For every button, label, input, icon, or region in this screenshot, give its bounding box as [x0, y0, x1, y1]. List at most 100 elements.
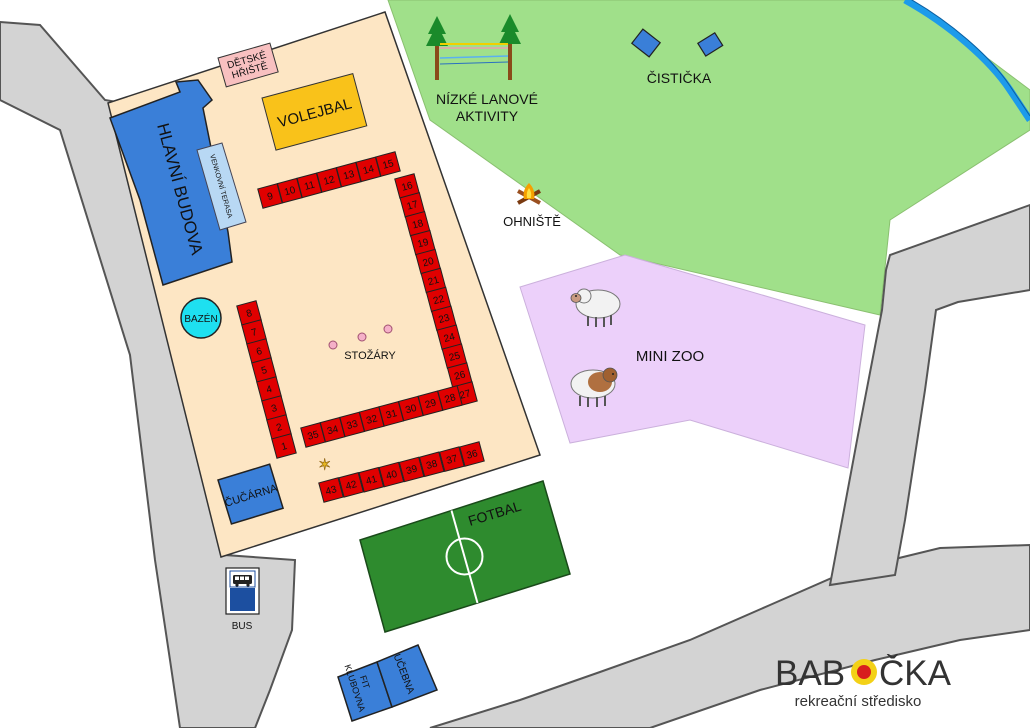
cabin-number: 34: [326, 424, 340, 438]
cabin-number: 39: [405, 464, 419, 478]
flagpole-icon: [328, 340, 338, 350]
main-building[interactable]: [109, 79, 233, 286]
cabin[interactable]: 32: [358, 406, 385, 433]
pool[interactable]: [180, 297, 222, 339]
cabin-number: 32: [365, 413, 379, 427]
cabin-number: 19: [416, 237, 430, 251]
center-circle: [445, 537, 484, 576]
cabin-number: 7: [250, 327, 259, 339]
cabin-number: 40: [385, 469, 399, 483]
cabin-number: 42: [345, 479, 359, 493]
cabin[interactable]: 31: [378, 400, 405, 427]
cabin-number: 12: [322, 174, 336, 188]
cabin[interactable]: 43: [318, 477, 344, 503]
ropes-label-1: NÍZKÉ LANOVÉ: [436, 91, 538, 107]
cleaning-tank[interactable]: [630, 28, 662, 58]
bus-stop[interactable]: [225, 567, 260, 615]
logo: BAB ČKA rekreační středisko: [775, 654, 952, 710]
cabin-box: [338, 471, 365, 498]
cabin-number: 18: [411, 218, 425, 232]
firepit-label: OHNIŠTĚ: [503, 214, 561, 229]
cabin-number: 14: [362, 163, 376, 177]
cabin[interactable]: 23: [431, 305, 457, 332]
cabin-number: 8: [245, 308, 254, 320]
cabin[interactable]: 14: [355, 156, 382, 183]
cabin[interactable]: 17: [399, 192, 426, 218]
cabin[interactable]: 41: [358, 466, 385, 493]
cabin[interactable]: 42: [338, 471, 365, 498]
cabin[interactable]: 16: [394, 173, 420, 199]
cabin[interactable]: 26: [446, 362, 473, 388]
road-east: [828, 203, 1030, 587]
pool-label: BAZÉN: [184, 312, 217, 325]
cabin-number: 1: [280, 441, 289, 453]
campfire-icon: [517, 183, 541, 205]
volleyball-court[interactable]: [261, 73, 368, 151]
fit-club-label-1: FIT: [358, 674, 372, 690]
cabin-number: 16: [400, 180, 414, 194]
cabin[interactable]: 29: [417, 390, 444, 417]
mini-zoo-label: MINI ZOO: [636, 348, 704, 365]
cabin[interactable]: 21: [420, 267, 447, 294]
cabin-number: 29: [424, 397, 438, 411]
sheep-icon: [570, 367, 618, 407]
road-south: [429, 543, 1030, 728]
cabin-number: 25: [448, 350, 462, 364]
cabin[interactable]: 39: [398, 456, 425, 483]
cabin-number: 23: [437, 312, 451, 326]
cabin[interactable]: 25: [441, 343, 468, 370]
cabin-number: 9: [266, 191, 275, 203]
cabin-number: 6: [255, 346, 264, 358]
cabin[interactable]: 37: [438, 446, 465, 473]
cabin-number: 33: [346, 419, 360, 433]
cabin-number: 37: [445, 453, 459, 467]
cabin-number: 3: [270, 403, 279, 415]
cabin-box: [318, 477, 344, 503]
playground[interactable]: [217, 42, 279, 88]
classroom[interactable]: [376, 644, 438, 708]
cabin-number: 38: [425, 458, 439, 472]
sheep-icon: [570, 288, 621, 327]
ropes-course[interactable]: [426, 14, 521, 80]
tree-icon: [426, 16, 448, 80]
cabin-number: 31: [385, 408, 399, 422]
cabin-box: [375, 151, 401, 177]
cabin[interactable]: 1: [271, 433, 297, 459]
cabin[interactable]: 40: [378, 461, 405, 488]
cabin[interactable]: 28: [437, 385, 463, 411]
cabin-number: 28: [443, 392, 457, 406]
ropes-label-2: AKTIVITY: [456, 108, 519, 124]
cabin-number: 4: [265, 384, 274, 396]
tree-icon: [499, 14, 521, 80]
cabin[interactable]: 18: [404, 210, 431, 237]
cabin[interactable]: 33: [339, 411, 366, 438]
drawing-room[interactable]: [217, 463, 285, 525]
cabin-box: [459, 441, 485, 467]
cabin-number: 26: [453, 369, 467, 383]
cabin[interactable]: 36: [459, 441, 485, 467]
cabin-number: 22: [432, 294, 446, 308]
cabin[interactable]: 22: [425, 286, 452, 313]
cabin-number: 43: [324, 484, 338, 498]
cleaning-tank[interactable]: [696, 31, 724, 57]
cabin[interactable]: 38: [418, 451, 445, 478]
cabin[interactable]: 10: [276, 177, 303, 204]
cabin-number: 21: [427, 275, 441, 289]
cabin-box: [438, 446, 465, 473]
cabin[interactable]: 15: [375, 151, 401, 177]
cabin[interactable]: 30: [397, 395, 424, 422]
cabin-box: [437, 385, 463, 411]
cabin-number: 17: [406, 199, 420, 213]
cabin-number: 24: [443, 331, 457, 345]
flagpole-icon: [357, 332, 367, 342]
cabin[interactable]: 19: [409, 229, 436, 256]
terrace[interactable]: [196, 142, 247, 231]
cabin-number: 36: [465, 448, 479, 462]
logo-name-before: BAB: [775, 654, 845, 693]
cabin[interactable]: 13: [335, 161, 362, 188]
cabin-number: 2: [275, 422, 284, 434]
cabin[interactable]: 34: [319, 416, 346, 443]
